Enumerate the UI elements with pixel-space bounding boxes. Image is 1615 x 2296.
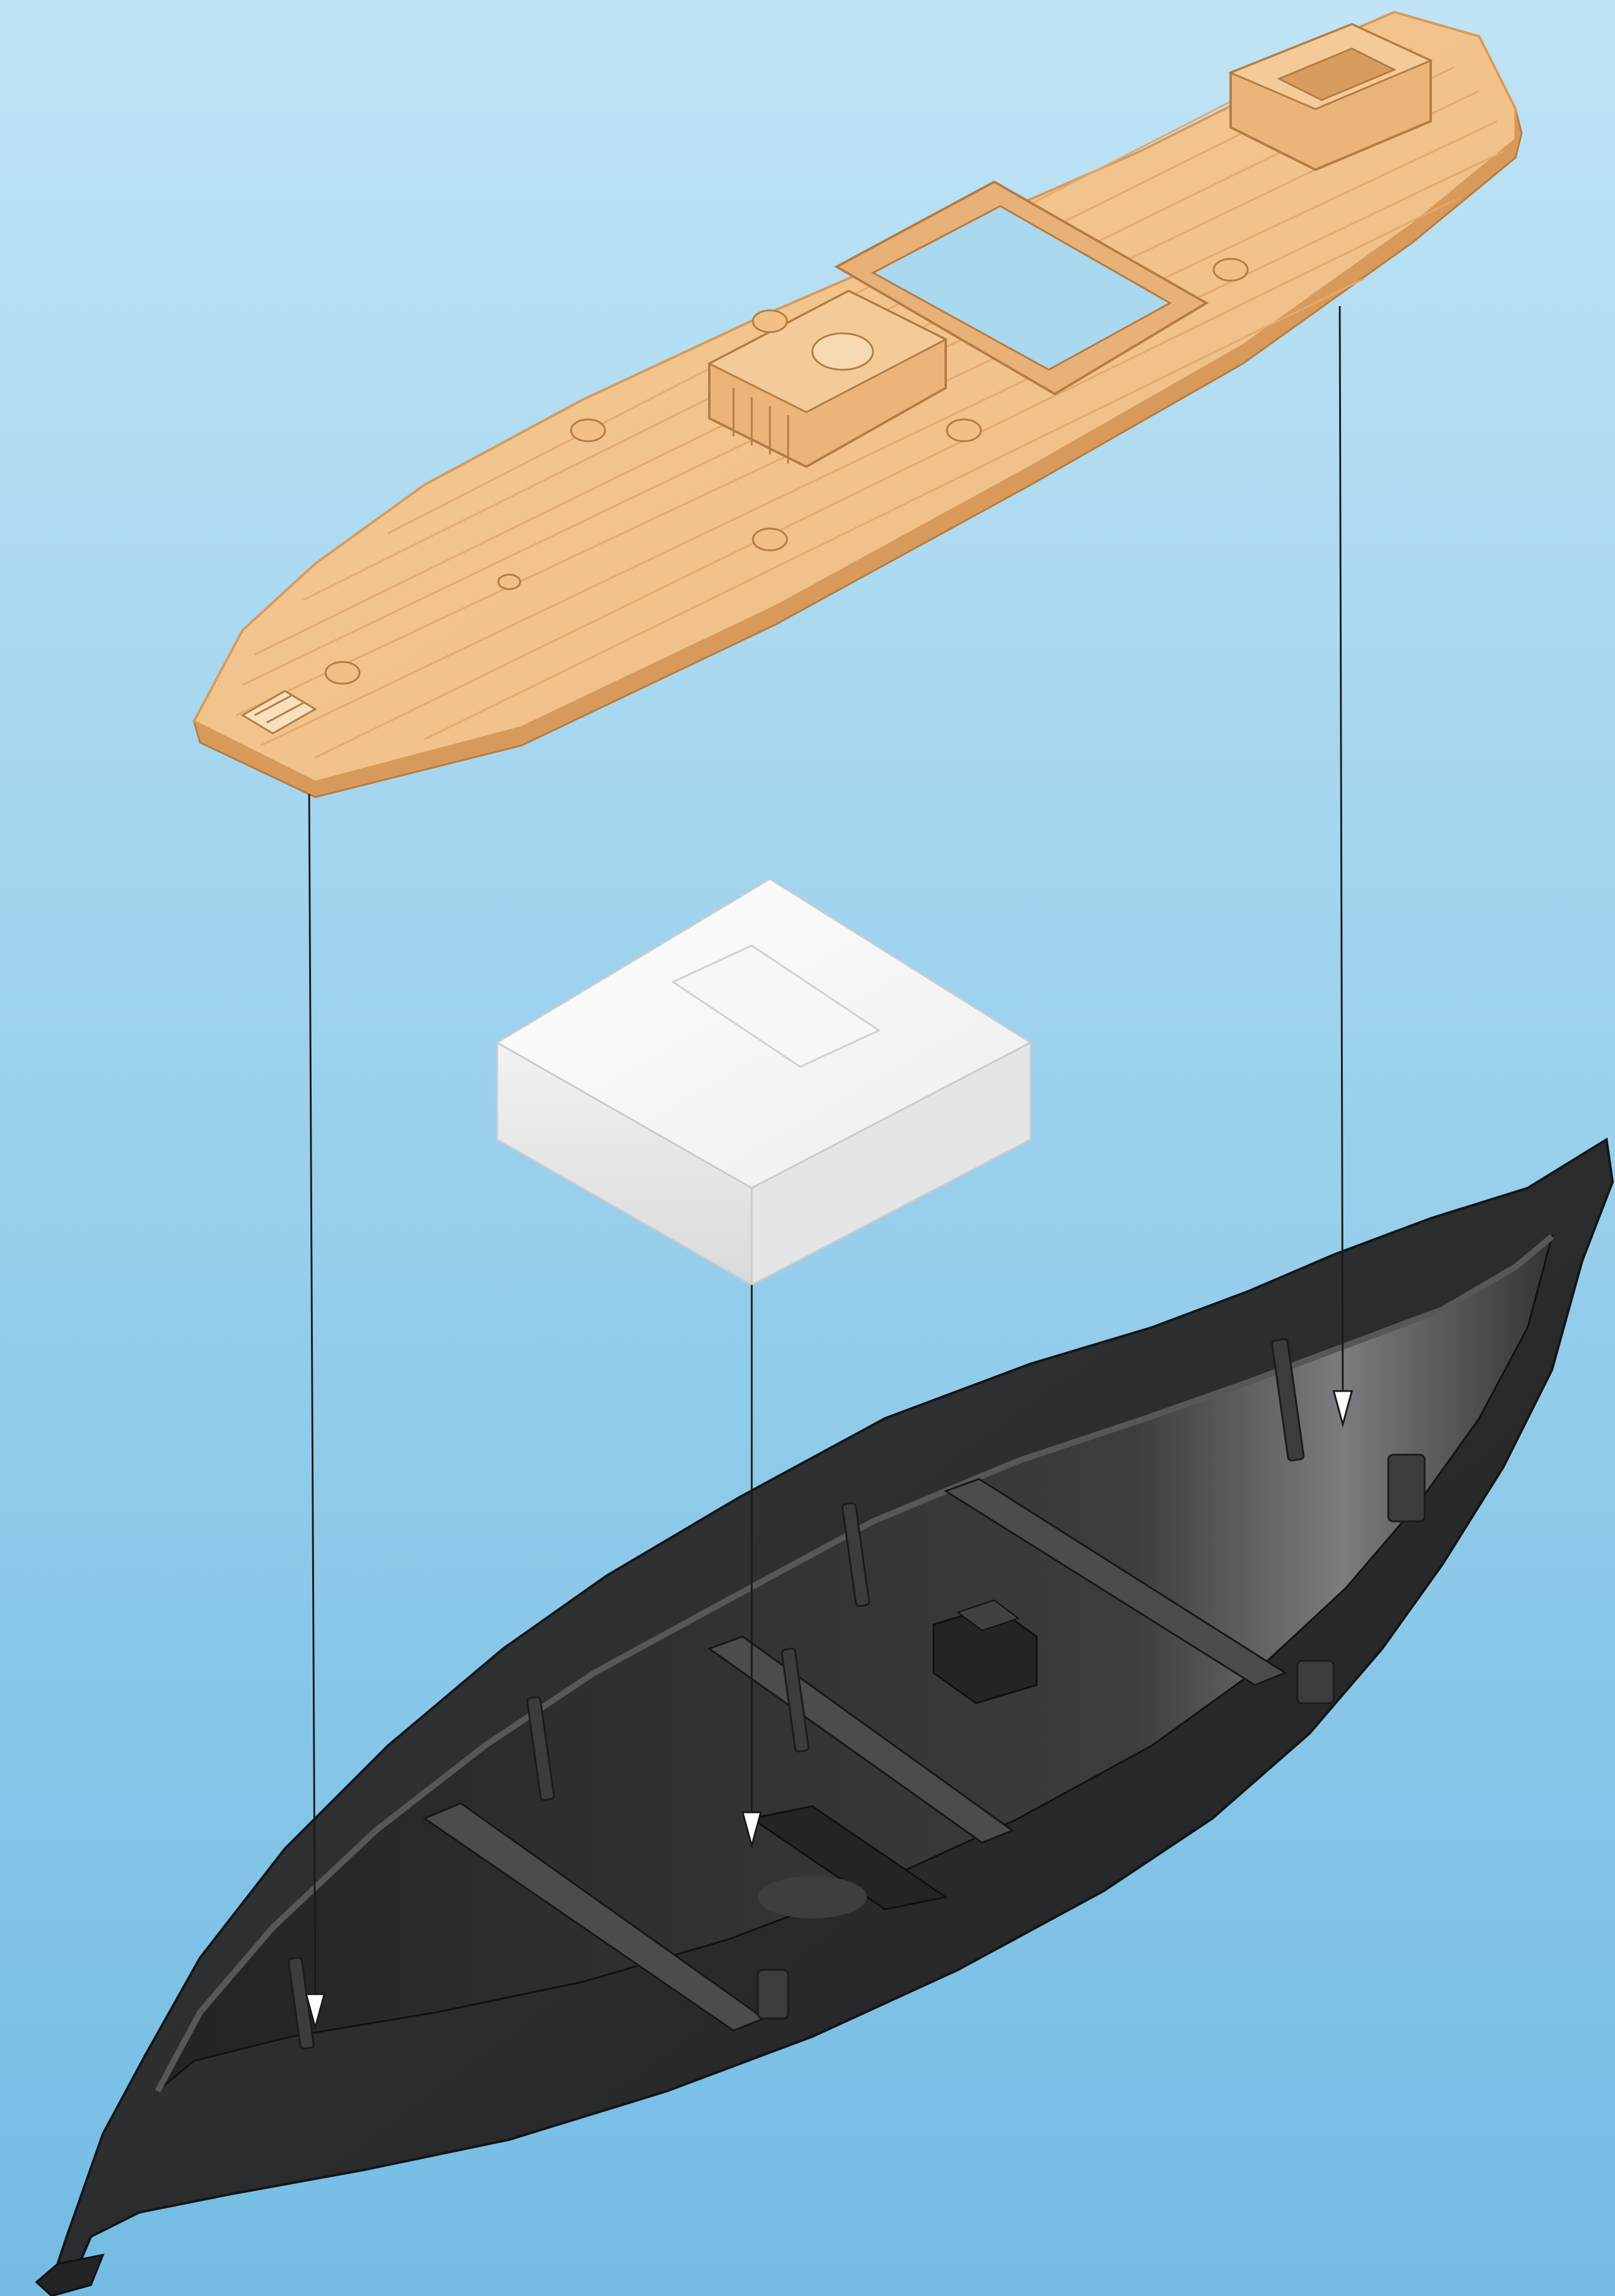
foam-block-part bbox=[495, 878, 1033, 1287]
deck-part bbox=[192, 10, 1523, 798]
hull-part bbox=[35, 1137, 1614, 2296]
deck-bow-grating bbox=[241, 690, 317, 735]
hull-bulkhead-3 bbox=[943, 1478, 1288, 1686]
assembly-arrows bbox=[305, 305, 1353, 2031]
arrow-deck-bow-to-hull bbox=[305, 793, 326, 2031]
deck-pegs bbox=[324, 258, 1249, 685]
hull-floor-bump bbox=[758, 1876, 867, 1918]
deck-stern-cabin bbox=[1228, 22, 1433, 172]
arrow-deck-stern-to-hull bbox=[1332, 305, 1353, 1428]
hull-floor-trough bbox=[749, 1805, 948, 1911]
deck-hatch-opening bbox=[871, 205, 1172, 371]
deck-mast-step bbox=[707, 289, 948, 469]
hull-bow-tip bbox=[35, 2253, 105, 2296]
hull-rim-highlight bbox=[155, 1234, 1554, 2093]
hull-mast-socket bbox=[932, 1599, 1038, 1704]
foam-block-slot bbox=[670, 944, 881, 1068]
arrow-foam-to-hull bbox=[741, 1285, 762, 1849]
hull-bulkhead-2 bbox=[707, 1635, 1015, 1844]
